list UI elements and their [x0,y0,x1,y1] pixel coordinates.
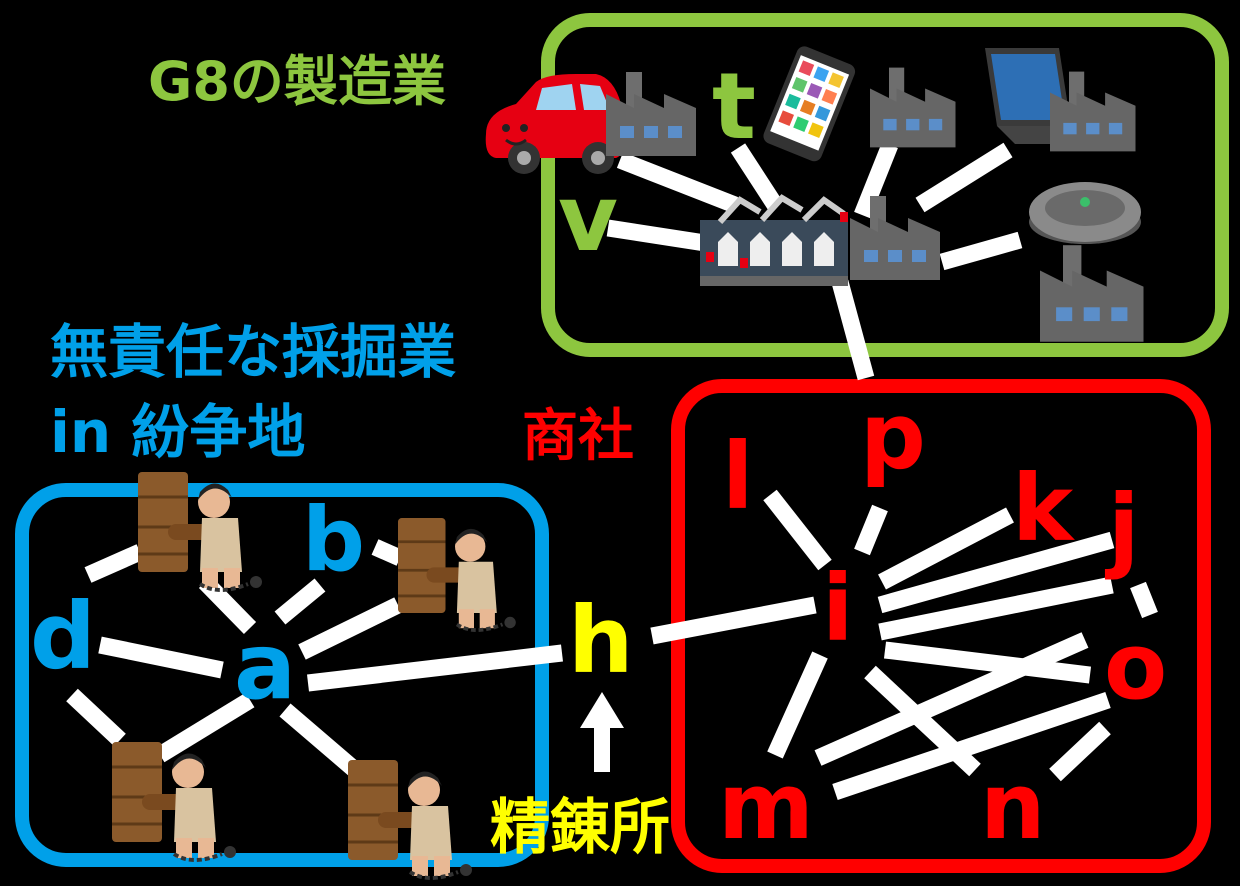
manufacturing-frame [541,13,1229,357]
mining-frame [15,483,549,867]
edge-h-i [650,596,817,645]
car-icon [485,74,626,174]
mining-title-line2: in 紛争地 [50,398,305,466]
node-p: p [860,383,926,490]
edge-b-a [274,578,326,625]
edge-i-j2 [878,576,1114,641]
robot-vacuum-icon [1029,182,1141,244]
edge-i-j [877,531,1115,614]
edge-d-bottomleft [66,688,126,747]
node-b: b [302,488,365,591]
miner-pushing-log-icon [396,516,518,632]
edge-i-m [767,651,828,759]
edge-i-p [854,504,888,556]
node-n: n [980,753,1046,860]
edge-d-a [98,636,224,679]
edge-a-bottomleft [155,692,255,763]
edge-vacuum-assembly [939,231,1023,271]
node-j: j [1104,475,1140,582]
edges [66,141,1158,801]
node-v: v [558,165,618,272]
node-t: t [712,53,756,160]
refinery-title: 精錬所 [490,793,670,863]
trading-title: 商社 [522,404,634,469]
node-h: h [568,587,634,694]
edge-t-assembly [730,143,783,210]
node-i: i [822,555,854,662]
smartphone-icon [763,46,856,162]
node-k: k [1012,455,1075,562]
edge-a-topleft-miner [84,544,144,583]
node-o: o [1104,613,1167,720]
edge-v-assembly [606,219,707,252]
factory-icon [1040,245,1144,342]
node-m: m [718,753,814,860]
edge-a-topleft-miner-2 [198,576,257,634]
factory-icon [606,72,696,156]
edge-b-miner [371,539,404,566]
node-a: a [234,613,296,720]
node-l: l [722,423,754,530]
manufacturing-title: G8の製造業 [148,50,446,113]
edge-p-assembly [831,279,875,381]
edge-i-k [878,507,1014,590]
edge-a-rightminer [298,597,402,660]
edge-phone-assembly [854,141,898,219]
edge-i-o [883,641,1092,684]
mining-title-line1: 無責任な採掘業 [50,318,456,386]
edge-m-o2 [832,691,1111,801]
assembly-line-icon [700,194,848,286]
edge-n-o [1049,721,1111,782]
factory-icon [870,67,956,148]
edge-laptop-assembly [915,142,1013,213]
edge-m-o [814,632,1089,766]
edge-i-l [763,489,832,571]
edge-a-bottomright [279,703,361,777]
refinery-arrow [580,692,624,772]
edge-car-assembly [616,152,739,213]
edge-a-h [307,644,563,692]
miner-pushing-log-icon [110,740,238,862]
node-d: d [30,583,96,690]
edge-j-o [1130,581,1158,619]
